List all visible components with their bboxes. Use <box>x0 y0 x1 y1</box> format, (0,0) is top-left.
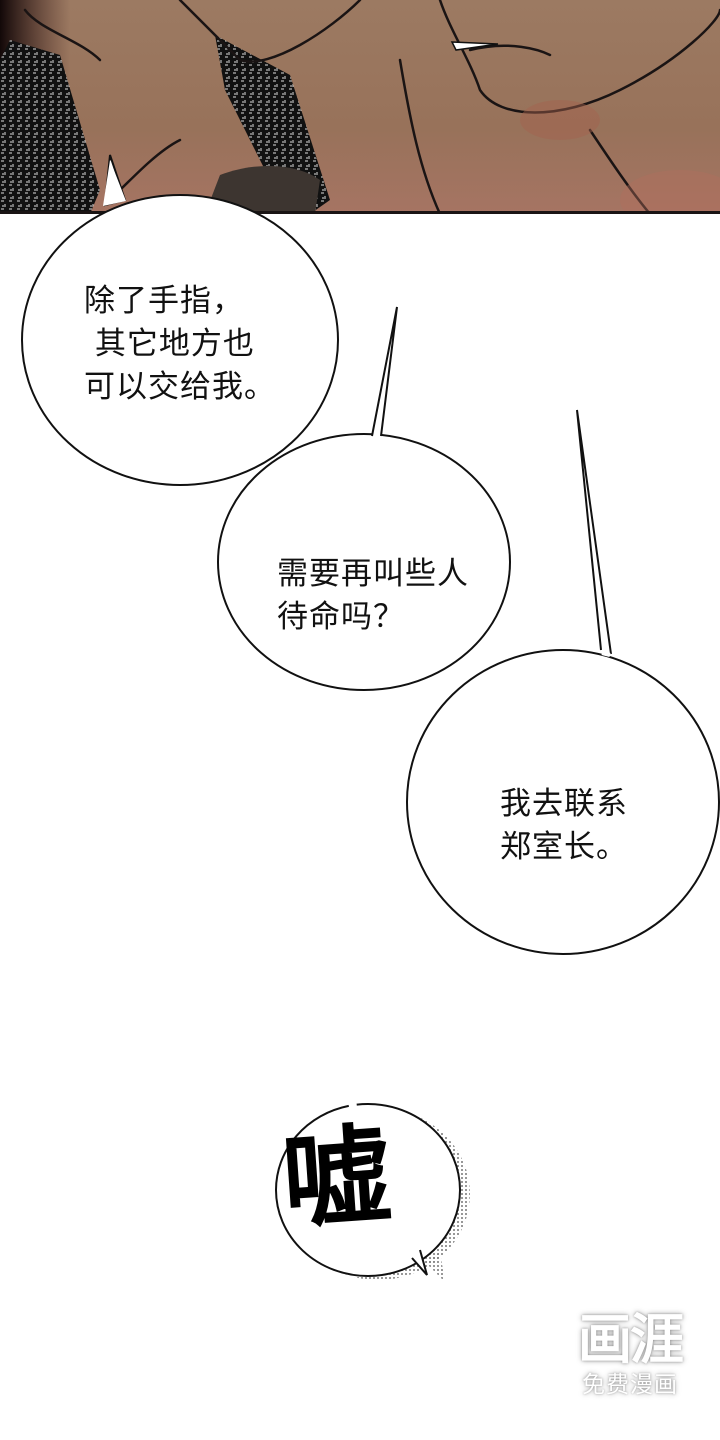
sfx-bubble <box>275 1103 470 1282</box>
bubble-2-text: 需要再叫些人 待命吗？ <box>277 556 469 635</box>
bubble-1-text: 除了手指， 其它地方也 可以交给我。 <box>84 283 276 405</box>
sound-effect-text: 嘘 <box>278 1113 389 1246</box>
speech-bubble-1 <box>21 154 339 486</box>
comic-panel <box>0 0 720 214</box>
speech-bubble-2 <box>217 306 511 691</box>
watermark-logo: 画涯 <box>578 1308 684 1371</box>
bubble-3-text: 我去联系 郑室长。 <box>500 786 628 865</box>
speech-bubble-3 <box>406 409 720 955</box>
watermark: 画涯 免费漫画 <box>560 1310 700 1400</box>
watermark-subtitle: 免费漫画 <box>582 1372 678 1398</box>
panel-artwork <box>0 0 720 214</box>
panel-border <box>0 211 720 214</box>
